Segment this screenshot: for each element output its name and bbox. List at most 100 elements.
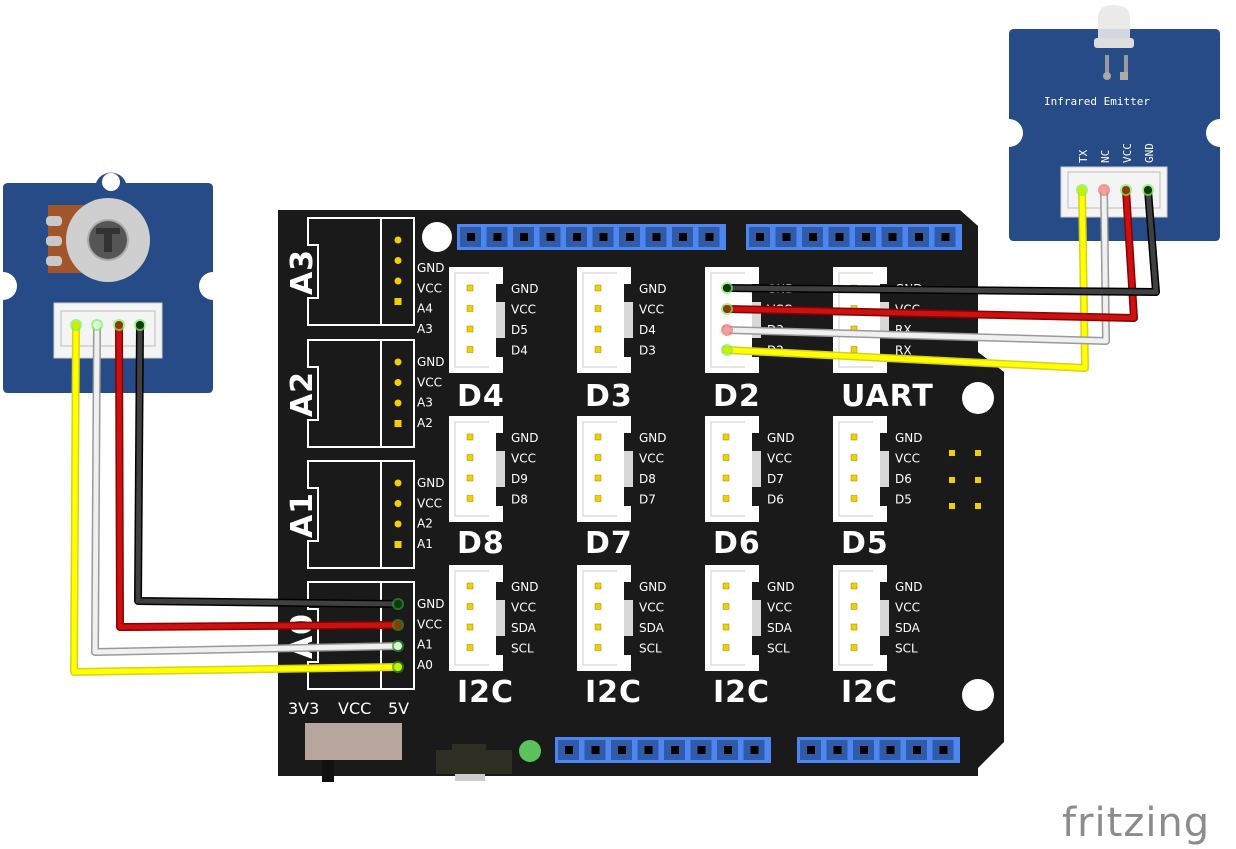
pin-label: GND (895, 431, 923, 445)
pin-label: VCC (767, 452, 792, 466)
pin-label: GND (417, 597, 445, 611)
pin-label: D4 (639, 323, 656, 337)
pin-label: SDA (639, 621, 665, 635)
pin-label: D5 (511, 323, 528, 337)
switch-label-5v: 5V (388, 699, 409, 718)
pin-label: D4 (511, 344, 528, 358)
pin-label: A2 (417, 517, 433, 531)
pin-label: A1 (417, 638, 433, 652)
pin-label: D6 (895, 472, 912, 486)
pin-label: D6 (767, 493, 784, 507)
pin-label: VCC (767, 601, 792, 615)
icsp-pin (975, 450, 981, 456)
pin-label: A3 (417, 322, 433, 336)
pin-label: VCC (417, 496, 442, 510)
pin-label: GND (639, 282, 667, 296)
wire-red-vcc[interactable] (115, 321, 402, 631)
switch-label-vcc: VCC (338, 699, 371, 718)
port-label: D3 (585, 379, 633, 414)
top-left-header (457, 224, 726, 250)
bottom-right-header (797, 737, 960, 763)
pin-label: SDA (767, 621, 793, 635)
bottom-left-header (555, 737, 771, 763)
wire-black-gnd[interactable] (134, 321, 402, 608)
ir-pin-label: VCC (1121, 143, 1134, 163)
icsp-header (949, 450, 981, 509)
wire-yellow-tx-d2[interactable] (723, 186, 1089, 372)
pin-label: SCL (895, 642, 918, 656)
pin-label: VCC (511, 303, 536, 317)
pin-label: D7 (767, 472, 784, 486)
mounting-hole (962, 679, 994, 711)
pin-label: GND (895, 580, 923, 594)
port-label: D6 (713, 526, 761, 561)
pin-label: VCC (511, 452, 536, 466)
pin-label: GND (417, 476, 445, 490)
pin-label: VCC (417, 281, 442, 295)
icsp-pin (949, 450, 955, 456)
pin-label: D5 (895, 493, 912, 507)
mounting-hole (422, 222, 452, 252)
pin-label: VCC (417, 617, 442, 631)
grove-port-i2c[interactable]: GND VCC SDA SCL I2C (833, 565, 923, 710)
pin-label: GND (511, 431, 539, 445)
pin-label: VCC (639, 303, 664, 317)
pin-label: VCC (895, 452, 920, 466)
port-label: I2C (841, 675, 898, 710)
pin-label: VCC (895, 601, 920, 615)
ir-module-title: Infrared Emitter (1044, 95, 1150, 108)
pin-label: A2 (417, 416, 433, 430)
wire-white-nc-d3[interactable] (723, 186, 1110, 345)
pin-label: VCC (639, 601, 664, 615)
pin-label: SCL (767, 642, 790, 656)
pin-label: GND (639, 580, 667, 594)
pot-terminal-icon (46, 216, 62, 266)
grove-port-i2c[interactable]: GND VCC SDA SCL I2C (577, 565, 667, 710)
wires (70, 184, 1160, 676)
pin-label: VCC (511, 601, 536, 615)
pin-label: A0 (417, 658, 433, 672)
pin-label: GND (511, 282, 539, 296)
wire-white-nc-a1[interactable] (91, 321, 402, 656)
pin-label: SDA (895, 621, 921, 635)
port-label: D4 (457, 379, 505, 414)
ir-led-icon (1094, 5, 1134, 80)
pin-label: GND (639, 431, 667, 445)
voltage-switch[interactable]: 3V3 VCC 5V (288, 699, 409, 782)
pin-label: D3 (639, 344, 656, 358)
ir-pin-label: NC (1099, 150, 1112, 163)
pin-label: A4 (417, 302, 433, 316)
port-label: UART (841, 379, 934, 414)
icsp-pin (975, 503, 981, 509)
wire-yellow-sig-a0[interactable] (70, 321, 402, 676)
port-label: D8 (457, 526, 505, 561)
port-label: I2C (585, 675, 642, 710)
wire-black-gnd-ir[interactable] (723, 186, 1160, 296)
port-label: D2 (713, 379, 761, 414)
reset-button[interactable] (436, 744, 512, 781)
wire-red-vcc-ir[interactable] (723, 186, 1138, 322)
pin-label: VCC (417, 375, 442, 389)
power-led (519, 740, 541, 762)
switch-label-3v3: 3V3 (288, 699, 319, 718)
pin-label: SCL (639, 642, 662, 656)
pin-label: D8 (639, 472, 656, 486)
icsp-pin (949, 503, 955, 509)
pin-label: GND (511, 580, 539, 594)
rotary-angle-sensor-module[interactable] (3, 172, 213, 393)
top-right-header (746, 224, 962, 250)
